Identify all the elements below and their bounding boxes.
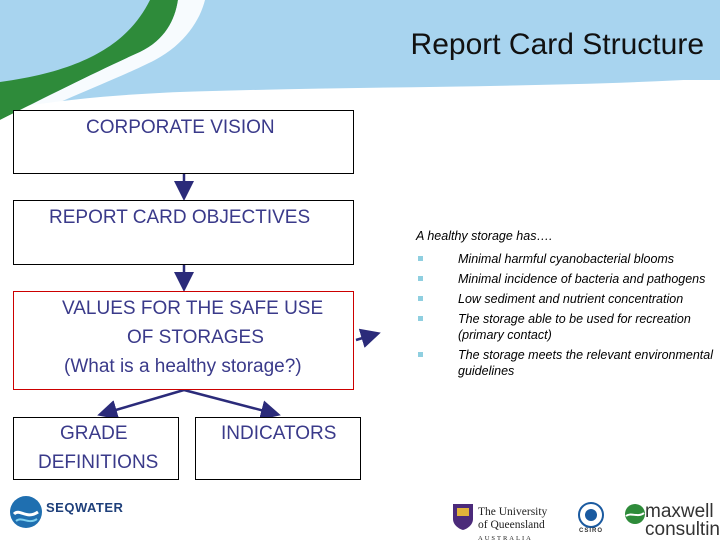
arrow-values-to-panel — [355, 328, 381, 348]
maxwell-logo-text: maxwell consulting — [645, 501, 720, 540]
list-item: Minimal harmful cyanobacterial blooms — [416, 251, 716, 267]
report-card-objectives-box — [13, 200, 354, 265]
healthy-storage-panel: A healthy storage has…. Minimal harmful … — [416, 229, 716, 383]
corporate-vision-label: CORPORATE VISION — [86, 117, 275, 138]
seqwater-logo-icon — [10, 496, 42, 528]
uq-logo-text: The University of Queensland AUSTRALIA — [478, 506, 548, 542]
uq-crest-icon — [453, 504, 473, 530]
grade-label-line1: GRADE — [60, 423, 128, 444]
indicators-label: INDICATORS — [221, 423, 337, 444]
maxwell-logo-icon — [625, 504, 645, 524]
seqwater-logo-text: SEQWATER — [46, 500, 124, 515]
arrow-values-to-indicators — [183, 388, 281, 420]
bullet-icon — [418, 352, 423, 357]
list-item: Minimal incidence of bacteria and pathog… — [416, 271, 716, 287]
bullet-icon — [418, 256, 423, 261]
list-item: Low sediment and nutrient concentration — [416, 291, 716, 307]
values-label-line3: (What is a healthy storage?) — [64, 356, 302, 377]
values-box — [13, 291, 354, 390]
arrow-values-to-grade — [97, 388, 185, 420]
healthy-storage-list: Minimal harmful cyanobacterial blooms Mi… — [416, 251, 716, 379]
bullet-icon — [418, 316, 423, 321]
bullet-icon — [418, 276, 423, 281]
grade-definitions-box — [13, 417, 179, 480]
values-label-line2: OF STORAGES — [127, 327, 264, 348]
bullet-icon — [418, 296, 423, 301]
list-item: The storage able to be used for recreati… — [416, 311, 716, 343]
report-card-objectives-label: REPORT CARD OBJECTIVES — [49, 207, 311, 228]
grade-label-line2: DEFINITIONS — [38, 452, 159, 473]
indicators-box — [195, 417, 361, 480]
values-label-line1: VALUES FOR THE SAFE USE — [62, 298, 324, 319]
list-item: The storage meets the relevant environme… — [416, 347, 716, 379]
csiro-logo-text: CSIRO — [579, 528, 604, 534]
slide-title: Report Card Structure — [410, 28, 704, 61]
healthy-storage-intro: A healthy storage has…. — [416, 229, 553, 243]
csiro-logo-icon — [578, 502, 604, 528]
header-background — [0, 0, 720, 130]
corporate-vision-box — [13, 110, 354, 174]
